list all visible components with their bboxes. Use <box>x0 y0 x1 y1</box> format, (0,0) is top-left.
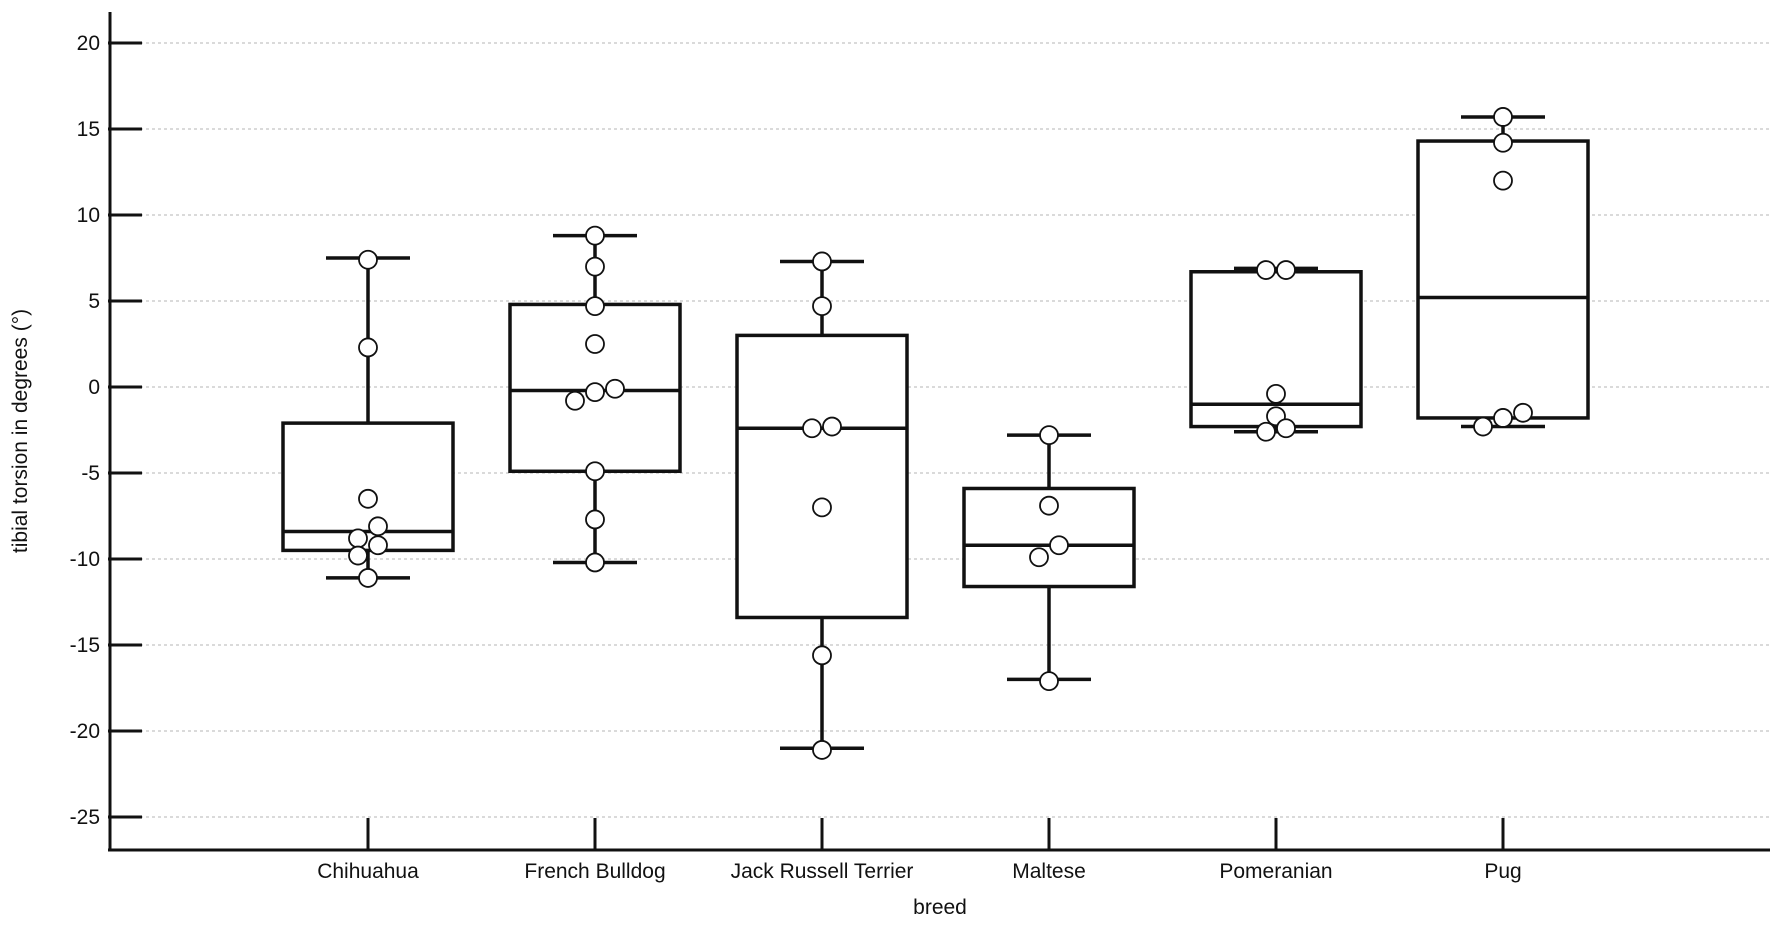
y-tick-label: 10 <box>77 204 100 227</box>
x-tick-label: French Bulldog <box>524 860 665 883</box>
y-axis-title: tibial torsion in degrees (°) <box>9 309 32 553</box>
data-point <box>1493 170 1513 191</box>
data-point <box>565 390 585 411</box>
data-point <box>1473 416 1493 437</box>
data-point <box>1049 535 1069 556</box>
data-point <box>1513 402 1533 423</box>
gridlines <box>110 42 1770 818</box>
data-point <box>358 337 378 358</box>
data-point <box>812 497 832 518</box>
data-point <box>585 509 605 530</box>
data-point <box>368 535 388 556</box>
data-point <box>1029 547 1049 568</box>
data-point <box>812 740 832 760</box>
x-axis-title: breed <box>913 896 967 919</box>
x-ticks: Chihuahua French Bulldog Jack Russell Terr… <box>317 818 1522 883</box>
y-tick-label: 20 <box>77 32 100 55</box>
data-point <box>585 334 605 354</box>
axes <box>108 12 1770 852</box>
data-point <box>812 251 832 272</box>
data-point <box>1039 671 1059 692</box>
data-point <box>1256 421 1276 442</box>
data-point <box>1039 425 1059 446</box>
box-group <box>1416 107 1590 437</box>
data-point <box>1276 418 1296 439</box>
x-tick-label: Pomeranian <box>1219 860 1332 883</box>
data-point <box>1256 260 1276 280</box>
data-point <box>1039 495 1059 516</box>
data-point <box>358 568 378 588</box>
data-point <box>585 382 605 403</box>
box-group <box>508 225 682 573</box>
data-point <box>348 545 368 566</box>
data-point <box>348 528 368 549</box>
y-tick-label: 15 <box>77 118 100 141</box>
y-ticks: 20 15 10 5 0 -5 -10 -15 -20 -25 <box>70 32 142 829</box>
data-point <box>1266 383 1286 404</box>
data-point <box>585 225 605 246</box>
data-point <box>812 645 832 666</box>
iqr-box <box>735 333 909 620</box>
data-point <box>585 296 605 317</box>
data-point <box>605 378 625 399</box>
boxes <box>281 107 1590 760</box>
data-point <box>585 461 605 482</box>
data-point <box>1493 132 1513 153</box>
x-tick-label: Maltese <box>1012 860 1086 883</box>
data-point <box>1276 260 1296 280</box>
data-point <box>585 552 605 573</box>
box-group <box>962 425 1136 692</box>
box-group <box>281 249 455 588</box>
data-point <box>1493 107 1513 127</box>
data-point <box>822 416 842 437</box>
x-tick-label: Chihuahua <box>317 860 419 883</box>
y-tick-label: -10 <box>70 548 100 571</box>
data-point <box>812 296 832 317</box>
x-tick-label: Jack Russell Terrier <box>731 860 914 883</box>
data-point <box>1493 408 1513 428</box>
y-tick-label: -15 <box>70 634 100 657</box>
y-tick-label: 0 <box>88 376 100 399</box>
data-point <box>585 256 605 277</box>
data-point <box>358 249 378 270</box>
y-tick-label: 5 <box>88 290 100 313</box>
box-group <box>1189 260 1363 442</box>
x-tick-label: Pug <box>1484 860 1521 883</box>
data-point <box>368 516 388 537</box>
y-tick-label: -20 <box>70 720 100 743</box>
y-tick-label: -25 <box>70 806 100 829</box>
iqr-box <box>281 421 455 553</box>
y-tick-label: -5 <box>81 462 100 485</box>
data-point <box>358 488 378 509</box>
data-point <box>802 418 822 439</box>
box-group <box>735 251 909 760</box>
